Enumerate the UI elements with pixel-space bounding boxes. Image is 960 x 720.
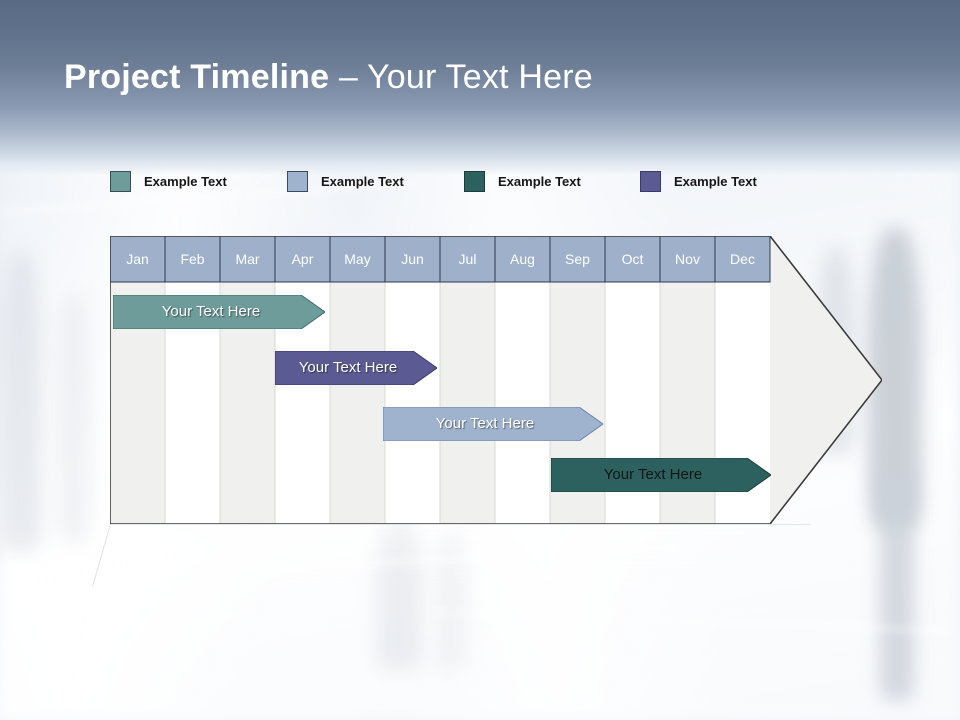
task-bar-label: Your Text Here (161, 303, 261, 320)
legend-color-swatch (287, 170, 308, 192)
timeline-chart-canvas (110, 236, 882, 524)
legend-color-swatch (110, 170, 131, 192)
chart-column-stripe (440, 282, 495, 524)
legend-item-label: Example Text (674, 173, 757, 189)
chart-reflection (91, 524, 811, 587)
page-title: Project Timeline – Your Text Here (64, 58, 593, 97)
task-bar-polygon (113, 295, 325, 329)
task-bar[interactable]: Your Text Here (383, 407, 603, 441)
legend-item[interactable]: Example Text (464, 168, 581, 194)
month-header-label-jan: Jan (126, 251, 149, 267)
legend-item-label: Example Text (321, 173, 404, 189)
month-header-cell (384, 236, 441, 283)
task-bar-shape (113, 295, 325, 329)
task-bar[interactable]: Your Text Here (551, 458, 771, 492)
month-header-cell (219, 236, 276, 283)
month-header-cell (110, 236, 166, 283)
month-header-label-apr: Apr (291, 251, 314, 267)
month-header-label-jun: Jun (401, 251, 424, 267)
legend-item-label: Example Text (144, 173, 227, 189)
month-header-cell (714, 236, 771, 283)
month-header-cell (549, 236, 606, 283)
legend-color-swatch (640, 170, 661, 192)
month-header-cell (274, 236, 331, 283)
task-bar[interactable]: Your Text Here (275, 351, 437, 385)
month-header-label-may: May (344, 251, 371, 267)
page-title-bold: Project Timeline (64, 58, 330, 96)
task-bar-label: Your Text Here (603, 466, 703, 483)
legend-item[interactable]: Example Text (287, 168, 404, 194)
task-bar-polygon (551, 458, 771, 492)
month-header-label-mar: Mar (235, 251, 260, 267)
timeline-chart: Jan Feb Mar Apr May Jun Jul Aug Sep Oct Nov Dec You… (110, 236, 882, 524)
legend-color-swatch (464, 170, 485, 192)
month-header-cell (494, 236, 551, 283)
month-header-cell (164, 236, 221, 283)
header-gradient-band (0, 0, 960, 175)
task-bar-shape (275, 351, 437, 385)
task-bar-label: Your Text Here (298, 359, 398, 376)
task-bar-label: Your Text Here (435, 415, 535, 432)
month-header-label-oct: Oct (621, 251, 644, 267)
task-bar-polygon (275, 351, 437, 385)
legend-item[interactable]: Example Text (110, 168, 227, 194)
task-bar-shape (551, 458, 771, 492)
chart-column-stripe (385, 282, 440, 524)
chart-arrow-head (770, 236, 882, 524)
month-header-cell (329, 236, 386, 283)
month-header-label-feb: Feb (180, 251, 205, 267)
legend-item[interactable]: Example Text (640, 168, 757, 194)
month-header-cell (659, 236, 716, 283)
month-header-cell (439, 236, 496, 283)
month-header-cell (604, 236, 661, 283)
chart-column-stripe (330, 282, 385, 524)
month-header-label-jul: Jul (458, 251, 477, 267)
month-header-label-aug: Aug (510, 251, 535, 267)
background-silhouette (880, 470, 914, 700)
month-header-label-sep: Sep (565, 251, 590, 267)
task-bar[interactable]: Your Text Here (113, 295, 325, 329)
month-header-label-nov: Nov (675, 251, 700, 267)
background-silhouette (436, 530, 466, 670)
chart-outline (110, 236, 882, 524)
page-title-rest: – Your Text Here (329, 58, 593, 96)
month-header-label-dec: Dec (730, 251, 755, 267)
task-bar-shape (383, 407, 603, 441)
background-silhouette (376, 520, 422, 670)
legend: Example Text Example Text Example Text Exam… (110, 168, 810, 194)
background-silhouette (58, 292, 90, 542)
background-silhouette (0, 250, 42, 550)
chart-column-stripe (495, 282, 550, 524)
task-bar-polygon (383, 407, 603, 441)
legend-item-label: Example Text (498, 173, 581, 189)
